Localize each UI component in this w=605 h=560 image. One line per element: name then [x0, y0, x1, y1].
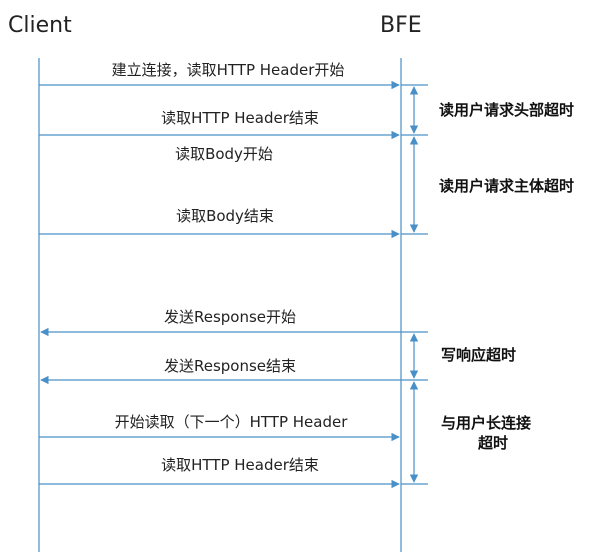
client-header: Client: [8, 13, 72, 38]
message-label: 读取HTTP Header结束: [161, 456, 319, 474]
message-label: 读取HTTP Header结束: [161, 109, 319, 127]
timeout-label: 写响应超时: [441, 346, 516, 364]
timeout-label: 与用户长连接: [441, 414, 531, 432]
message-label: 发送Response开始: [164, 308, 296, 326]
timeout-label-line2: 超时: [477, 434, 508, 452]
message-label: 建立连接，读取HTTP Header开始: [112, 61, 345, 79]
message-label: 读取Body结束: [176, 207, 274, 225]
message-label: 发送Response结束: [164, 357, 296, 375]
message-label: 开始读取（下一个）HTTP Header: [115, 413, 349, 431]
bfe-header: BFE: [380, 13, 422, 38]
timeout-label: 读用户请求头部超时: [439, 101, 574, 119]
timeout-label: 读用户请求主体超时: [439, 177, 574, 195]
message-label: 读取Body开始: [175, 145, 273, 163]
